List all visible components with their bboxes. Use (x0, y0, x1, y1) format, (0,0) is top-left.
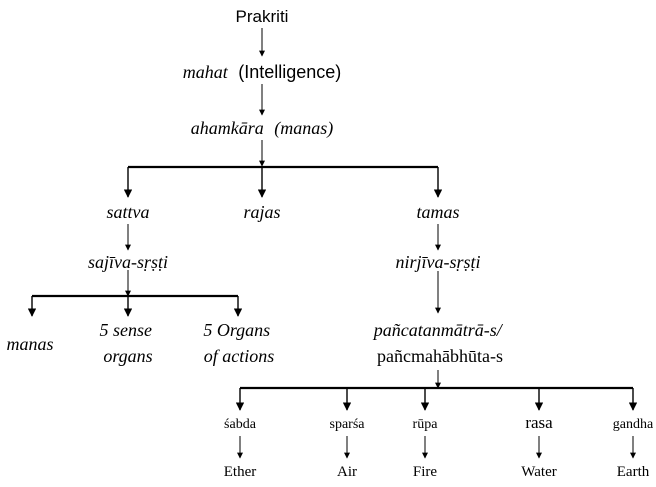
node-nirjiva-srsti: nirjīva-sṛṣṭi (395, 252, 480, 272)
node-prakriti: Prakriti (236, 7, 289, 26)
element-water: Water (521, 464, 556, 480)
node-sattva: sattva (107, 202, 150, 222)
action-organs-line1: 5 Organs (203, 320, 270, 340)
quality-element-arrows (237, 436, 636, 459)
node-ahamkara: ahamkāra (manas) (191, 118, 334, 139)
tanmatra-line1: pañcatanmātrā-s/ (372, 320, 504, 340)
mahat-gloss: (Intelligence) (238, 62, 341, 82)
mahat-term: mahat (183, 62, 229, 82)
node-sense-organs: 5 sense organs (100, 320, 157, 366)
ahamkara-term: ahamkāra (191, 118, 264, 138)
quality-earth: gandha (613, 417, 654, 432)
tanmatra-line2: pañcmahābhūta-s (377, 346, 503, 366)
element-air: Air (337, 464, 357, 480)
element-earth: Earth (617, 464, 650, 480)
ahamkara-gloss: (manas) (274, 118, 333, 139)
element-fire: Fire (413, 464, 438, 480)
element-ether: Ether (224, 464, 256, 480)
connectors (27, 28, 638, 459)
node-manas: manas (6, 334, 53, 354)
node-rajas: rajas (243, 202, 280, 222)
node-action-organs: 5 Organs of actions (203, 320, 274, 366)
sense-organs-line1: 5 sense (100, 320, 153, 340)
element-drop-arrows (235, 388, 638, 411)
quality-air: sparśa (330, 417, 366, 432)
node-tanmatra: pañcatanmātrā-s/ pañcmahābhūta-s (372, 320, 507, 366)
action-organs-line2: of actions (204, 346, 275, 366)
quality-water: rasa (525, 413, 553, 432)
node-mahat: mahat (Intelligence) (183, 62, 342, 82)
node-tamas: tamas (416, 202, 459, 222)
quality-ether: śabda (224, 417, 257, 432)
node-sajiva-srsti: sajīva-sṛṣṭi (88, 252, 168, 272)
sense-organs-line2: organs (103, 346, 152, 366)
quality-fire: rūpa (413, 417, 439, 432)
